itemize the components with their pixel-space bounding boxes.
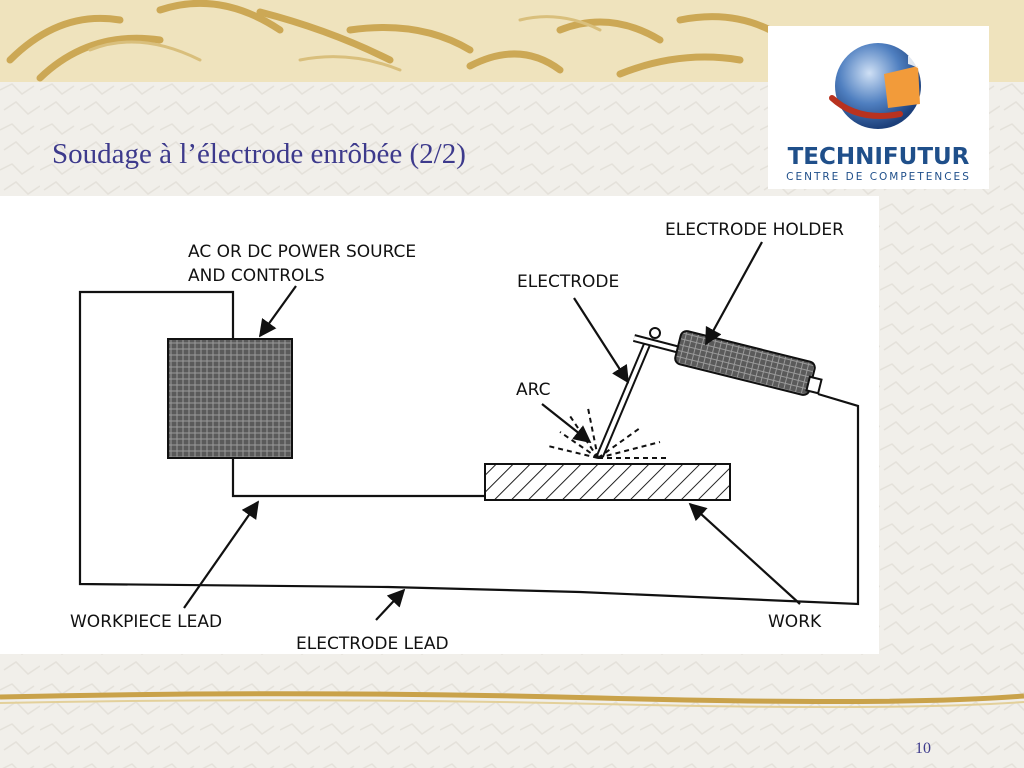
arrow-electrode <box>573 297 629 384</box>
welding-diagram: AC OR DC POWER SOURCE AND CONTROLS ELECT… <box>0 196 879 654</box>
label-work: WORK <box>768 612 822 632</box>
label-electrode-lead: ELECTRODE LEAD <box>296 634 449 654</box>
logo-subtitle: CENTRE DE COMPETENCES <box>786 171 971 183</box>
electrode-lead-wire <box>78 290 860 606</box>
label-electrode-holder: ELECTRODE HOLDER <box>665 220 844 240</box>
arrow-electrode-lead <box>375 588 406 621</box>
power-source-box <box>167 338 293 459</box>
arrow-workpiece-lead <box>183 500 260 609</box>
label-power-source-line2: AND CONTROLS <box>188 266 325 286</box>
arrow-arc <box>541 403 592 444</box>
page-number: 10 <box>915 740 931 757</box>
label-workpiece-lead: WORKPIECE LEAD <box>70 612 223 632</box>
electrode-holder-grip <box>674 330 816 396</box>
arrow-electrode-holder <box>705 241 763 346</box>
technifutur-logo: TECHNIFUTUR CENTRE DE COMPETENCES <box>768 26 989 189</box>
work-piece <box>484 463 731 501</box>
workpiece-lead-wire <box>231 458 485 498</box>
globe-icon <box>829 43 931 129</box>
arrow-work <box>688 502 801 605</box>
page-title: Soudage à l’électrode enrôbée (2/2) <box>52 138 466 170</box>
electrode-holder-assembly <box>596 327 823 458</box>
label-arc: ARC <box>516 380 551 400</box>
arrow-power-source <box>258 285 297 338</box>
circuit-wires <box>78 290 860 606</box>
label-electrode: ELECTRODE <box>517 272 620 292</box>
logo-name: TECHNIFUTUR <box>787 144 970 170</box>
label-power-source-line1: AC OR DC POWER SOURCE <box>188 242 417 262</box>
footer-rule <box>0 691 1024 705</box>
arc-sparks <box>547 407 666 459</box>
